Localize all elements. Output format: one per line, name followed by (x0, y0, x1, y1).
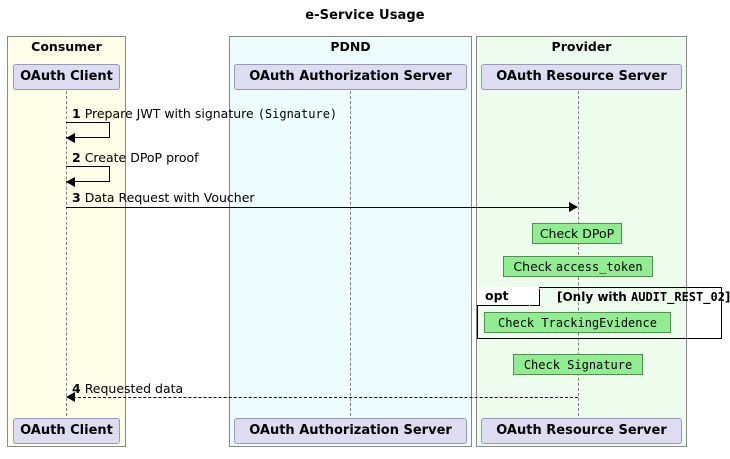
opt-fragment (477, 287, 722, 339)
participant-oauth-authorization-server-top[interactable]: OAuth Authorization Server (234, 64, 467, 90)
message-3-arrowhead (569, 202, 578, 212)
note-check-access-token-text: Check (513, 259, 556, 274)
message-1-arrowhead (66, 133, 75, 143)
message-1-self-loop (66, 122, 110, 138)
message-4-number: 4 (72, 381, 81, 396)
group-title-provider: Provider (551, 39, 612, 54)
participant-oauth-client-bottom[interactable]: OAuth Client (13, 418, 120, 444)
message-1-text-mono: (Signature) (257, 107, 338, 121)
group-title-pdnd: PDND (330, 39, 371, 54)
note-check-access-token: Check access_token (503, 256, 653, 277)
opt-fragment-condition: [Only with AUDIT_REST_02] (557, 290, 730, 304)
participant-oauth-resource-server-bottom[interactable]: OAuth Resource Server (481, 418, 682, 444)
message-4-text: Requested data (84, 381, 184, 396)
message-1-text: Prepare JWT with signature (84, 106, 258, 121)
page-title: e-Service Usage (305, 8, 425, 23)
note-check-dpop-text: Check DPoP (539, 226, 615, 241)
participant-oauth-resource-server-top[interactable]: OAuth Resource Server (481, 64, 682, 90)
message-3-label: 3 Data Request with Voucher (72, 190, 255, 205)
note-check-tracking-evidence: Check TrackingEvidence (484, 312, 671, 333)
note-check-tracking-evidence-text: Check TrackingEvidence (498, 316, 657, 330)
message-2-self-loop (66, 166, 110, 182)
message-2-arrowhead (66, 177, 75, 187)
message-4-line (73, 397, 578, 398)
opt-fragment-condition-mono: AUDIT_REST_02 (631, 290, 725, 304)
lifeline-oauth-resource-server (578, 91, 579, 416)
opt-fragment-tab-notch (529, 288, 540, 307)
note-check-signature-text: Check Signature (523, 358, 633, 372)
participant-oauth-client-top[interactable]: OAuth Client (13, 64, 120, 90)
message-1-number: 1 (72, 106, 81, 121)
message-1-label: 1 Prepare JWT with signature (Signature) (72, 106, 337, 121)
message-2-label: 2 Create DPoP proof (72, 150, 199, 165)
note-check-signature: Check Signature (513, 354, 643, 375)
note-check-access-token-mono: access_token (555, 260, 643, 274)
message-3-line (66, 207, 571, 208)
opt-fragment-condition-prefix: [Only with (557, 290, 631, 304)
opt-fragment-condition-suffix: ] (724, 290, 730, 304)
opt-fragment-operator-label: opt (485, 288, 509, 303)
message-3-number: 3 (72, 190, 81, 205)
message-4-label: 4 Requested data (72, 381, 183, 396)
note-check-dpop: Check DPoP (532, 223, 622, 244)
group-title-consumer: Consumer (31, 39, 102, 54)
opt-fragment-operator-tab: opt (477, 287, 540, 306)
lifeline-oauth-authorization-server (350, 91, 351, 416)
lifeline-oauth-client (66, 91, 67, 416)
message-4-arrowhead (66, 392, 75, 402)
message-3-text: Data Request with Voucher (84, 190, 255, 205)
message-2-number: 2 (72, 150, 81, 165)
participant-oauth-authorization-server-bottom[interactable]: OAuth Authorization Server (234, 418, 467, 444)
message-2-text: Create DPoP proof (84, 150, 199, 165)
